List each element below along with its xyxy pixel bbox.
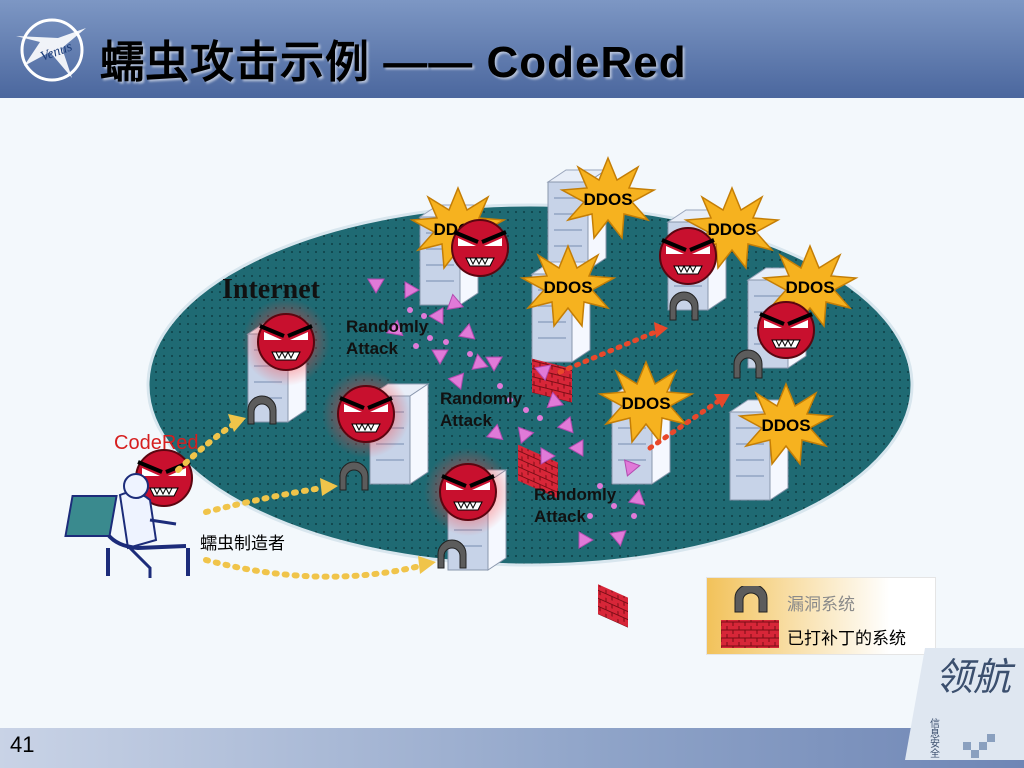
attack-label-line2: Attack: [440, 411, 493, 430]
brand-logo: 领航 信息安全: [905, 648, 1024, 760]
ddos-burst: DDOS: [561, 157, 655, 239]
patched-wall: [598, 584, 628, 628]
legend-vulnerable-label: 漏洞系统: [787, 595, 855, 614]
slide-title: 蠕虫攻击示例 —— CodeRed: [100, 38, 687, 87]
infection-path: [647, 397, 723, 451]
page-number: 41: [10, 732, 35, 757]
infected-worm-icon: [424, 448, 512, 536]
vulnerable-system-icon: [734, 586, 768, 613]
worm-icon: [756, 300, 816, 360]
ddos-burst: DDOS: [685, 187, 779, 269]
attack-label-line2: Attack: [534, 507, 587, 526]
attack-label-line1: Randomly: [534, 485, 617, 504]
ddos-burst: DDOS: [763, 245, 857, 327]
brand-sub-text: 信息安全: [928, 718, 940, 758]
legend-row-patched: 已打补丁的系统: [707, 616, 935, 652]
ddos-label: DDOS: [785, 278, 834, 297]
footer-bar: [0, 728, 1024, 768]
internet-label: Internet: [222, 274, 321, 305]
ddos-label: DDOS: [761, 416, 810, 435]
attack-label: Randomly Attack: [534, 485, 617, 526]
legend: 漏洞系统 已打补丁的系统: [706, 577, 936, 655]
infected-worm-icon: [322, 370, 410, 458]
brand-main-text: 领航: [935, 655, 1016, 699]
title-bar: [0, 0, 1024, 98]
worm-author-figure: [64, 473, 190, 578]
random-attack-arrows: [469, 352, 580, 447]
patched-system-icon: [721, 620, 779, 648]
venus-logo: Venus: [16, 18, 86, 82]
author-attack-path: [175, 421, 237, 473]
attack-label-line1: Randomly: [346, 317, 429, 336]
ddos-label: DDOS: [543, 278, 592, 297]
infected-worm-icon: [242, 298, 330, 386]
author-attack-path: [203, 485, 325, 515]
author-label: 蠕虫制造者: [200, 534, 285, 553]
author-attack-path: [203, 557, 423, 580]
legend-patched-label: 已打补丁的系统: [787, 629, 906, 648]
attack-label: Randomly Attack: [346, 317, 429, 358]
ddos-label: DDOS: [583, 190, 632, 209]
legend-row-vulnerable: 漏洞系统: [707, 582, 935, 618]
ddos-label: DDOS: [621, 394, 670, 413]
ddos-burst: DDOS: [739, 383, 833, 465]
attack-label-line2: Attack: [346, 339, 399, 358]
ddos-burst: DDOS: [521, 245, 615, 327]
worm-icon: [658, 226, 718, 286]
random-attack-arrows: [533, 435, 651, 553]
ddos-label: DDOS: [707, 220, 756, 239]
ddos-burst: DDOS: [599, 361, 693, 443]
codered-label: CodeRed: [114, 432, 199, 454]
attack-label-line1: Randomly: [440, 389, 523, 408]
infection-path: [557, 327, 663, 375]
random-attack-arrows: [363, 271, 507, 393]
attack-label: Randomly Attack: [440, 389, 523, 430]
worm-icon: [450, 218, 510, 278]
